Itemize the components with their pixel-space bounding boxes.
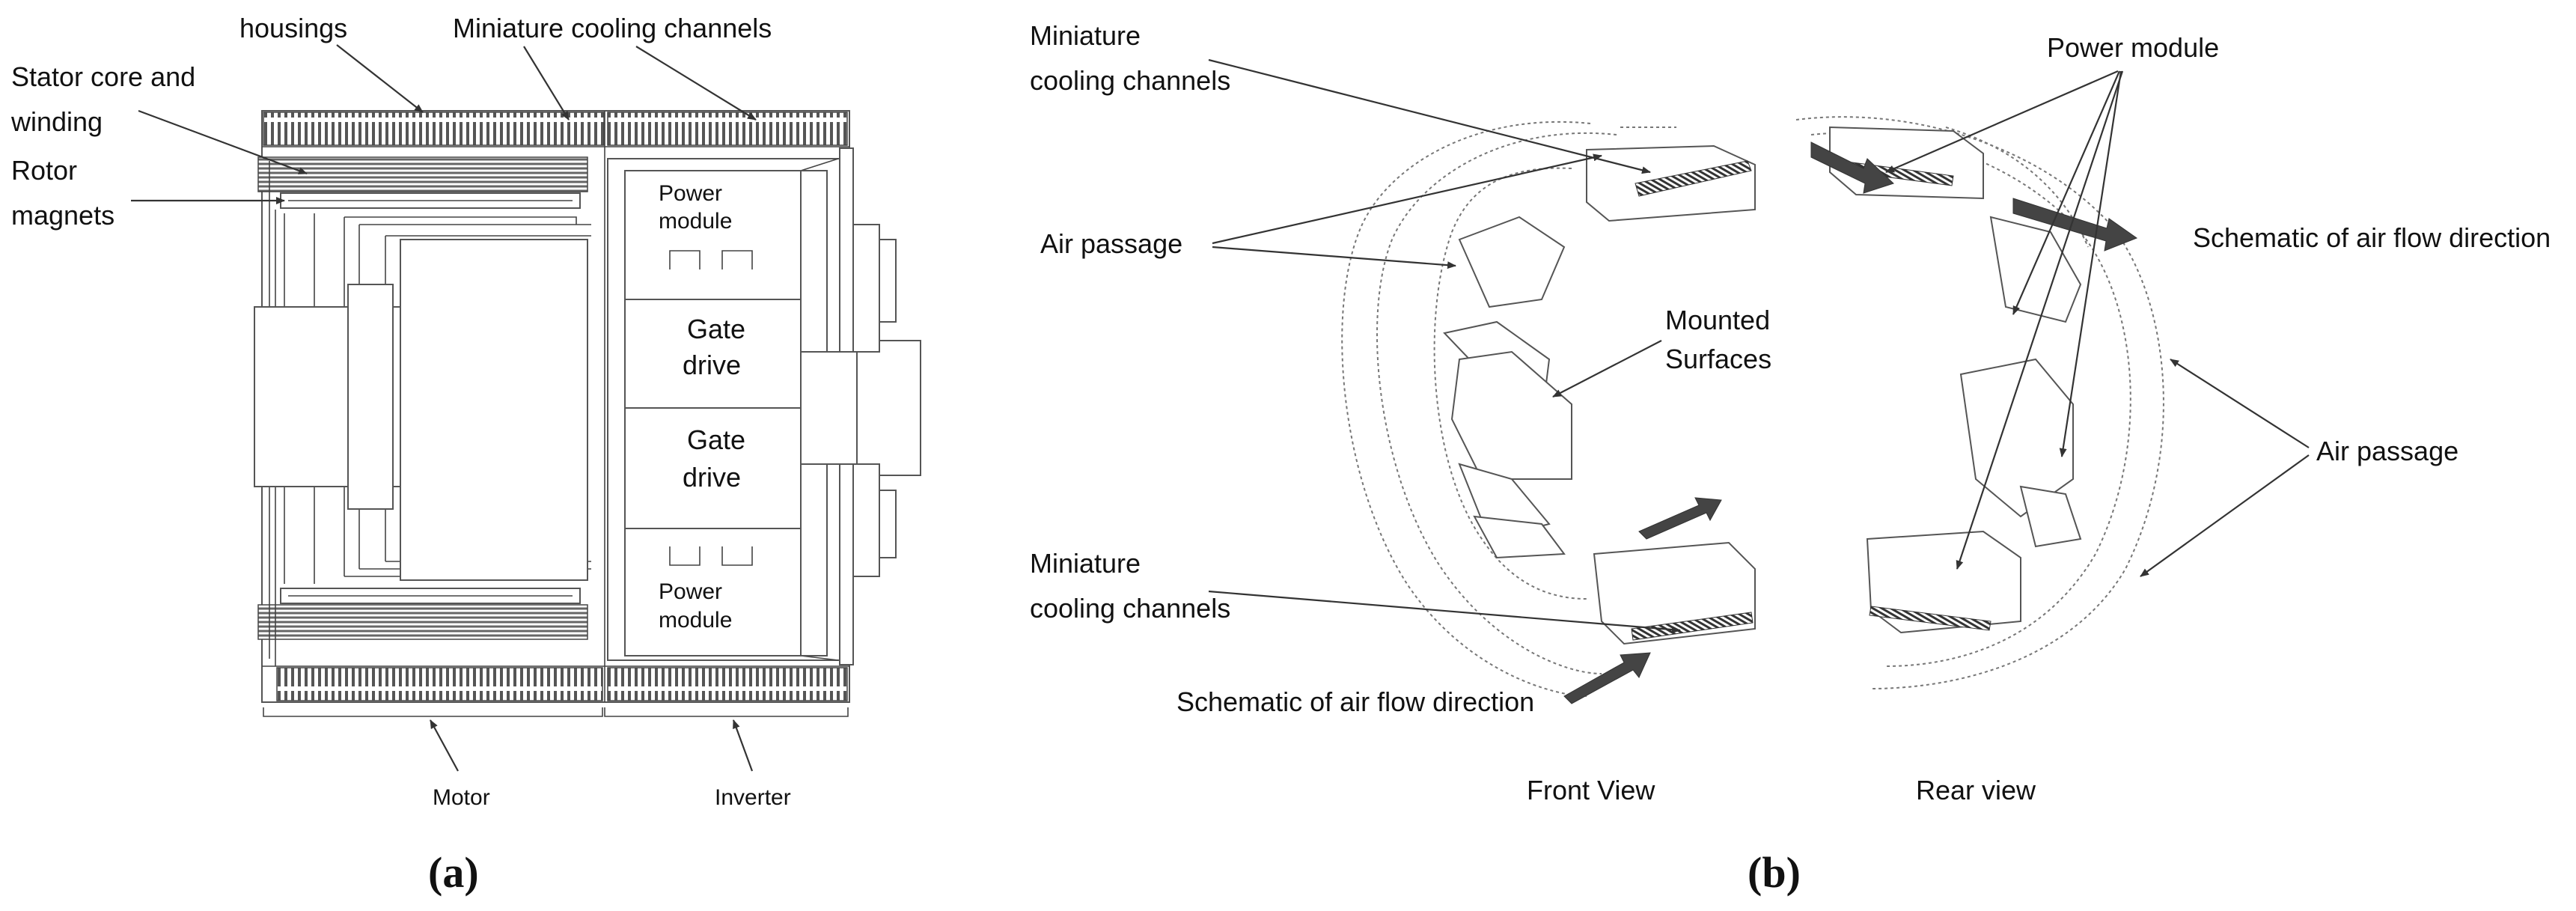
stator-label-line1: Stator core and — [11, 61, 195, 92]
airflow-left-label: Schematic of air flow direction — [1176, 686, 1534, 717]
power-module-bottom-label-2: module — [659, 608, 732, 633]
mounted-surfaces-label-1: Mounted — [1665, 305, 1770, 335]
stator-bottom — [257, 604, 588, 640]
pm-leader-1 — [1885, 70, 2119, 174]
mcc-leader-1 — [523, 46, 570, 121]
gate-drive-top-label-1: Gate — [687, 314, 745, 344]
mcc-bottom-leader — [1208, 590, 1681, 634]
mounted-leader — [1552, 340, 1662, 397]
power-module-bottom-label-1: Power — [659, 579, 722, 604]
rear-view-label: Rear view — [1916, 775, 2036, 805]
front-top-cooling-fins — [1635, 160, 1752, 197]
front-airflow-arrow-mid — [1638, 497, 1722, 540]
front-bottom-cooling-fins — [1631, 612, 1754, 641]
front-airflow-arrow-bottom — [1563, 652, 1651, 704]
panel-b-letter: (b) — [1748, 848, 1801, 897]
air-passage-left-label: Air passage — [1040, 228, 1182, 259]
mcc-bottom-label-1: Miniature — [1030, 548, 1141, 579]
stator-top — [257, 156, 588, 192]
top-motor-cooling-channels — [263, 112, 605, 146]
inverter-leader — [732, 719, 754, 772]
rotor-label-line1: Rotor — [11, 155, 77, 186]
inverter-brace — [604, 707, 849, 717]
bottom-inverter-cooling-channels — [607, 667, 848, 701]
mcc-leader-2 — [635, 46, 757, 121]
motor-inverter-assembly — [254, 110, 921, 703]
rotor-label-line2: magnets — [11, 200, 115, 231]
airflow-right-label: Schematic of air flow direction — [2193, 222, 2551, 253]
front-view-label: Front View — [1527, 775, 1655, 805]
top-inverter-cooling-channels — [607, 112, 848, 146]
motor-brace — [263, 707, 603, 717]
miniature-cooling-channels-label: Miniature cooling channels — [453, 13, 772, 43]
power-module-top-label-2: module — [659, 209, 732, 234]
rear-airflow-arrow-right — [2012, 198, 2138, 252]
stator-label-line2: winding — [10, 106, 103, 137]
panel-a: Power module Gate drive Gate drive Power… — [10, 13, 921, 897]
gate-drive-bottom-label-2: drive — [683, 462, 741, 493]
pm-leader-3 — [2059, 70, 2122, 457]
pm-leader-2 — [2012, 70, 2121, 315]
stator-leader — [138, 109, 308, 175]
panel-a-letter: (a) — [428, 848, 479, 897]
housings-leader — [336, 44, 424, 113]
gate-drive-bottom-label-1: Gate — [687, 424, 745, 455]
gate-drive-top-label-2: drive — [683, 350, 741, 380]
mcc-top-label-1: Miniature — [1030, 20, 1141, 51]
air-passage-right-label: Air passage — [2316, 436, 2459, 466]
mcc-bottom-label-2: cooling channels — [1030, 593, 1230, 624]
inverter-label: Inverter — [715, 785, 791, 810]
panel-b: Miniature cooling channels Air passage M… — [1030, 20, 2551, 897]
air-passage-right-leader-2 — [2140, 454, 2310, 577]
motor-label: Motor — [433, 785, 490, 810]
rear-view-housing — [1795, 116, 2164, 689]
bottom-motor-cooling-channels — [276, 667, 603, 701]
air-passage-leader-2 — [1212, 246, 1456, 269]
power-module-top-label-1: Power — [659, 181, 722, 206]
air-passage-leader-1 — [1212, 153, 1602, 245]
front-view-housing — [1341, 121, 1756, 704]
power-module-label: Power module — [2047, 32, 2219, 63]
motor-leader — [430, 719, 459, 772]
mounted-surfaces-label-2: Surfaces — [1665, 344, 1771, 374]
mcc-top-leader — [1208, 58, 1651, 174]
rear-bottom-cooling-fins — [1869, 606, 1991, 631]
air-passage-right-leader-1 — [2170, 359, 2310, 448]
mcc-top-label-2: cooling channels — [1030, 65, 1230, 96]
pm-leader-4 — [1956, 70, 2124, 570]
rear-airflow-arrow-left — [1810, 141, 1894, 194]
housings-label: housings — [239, 13, 347, 43]
